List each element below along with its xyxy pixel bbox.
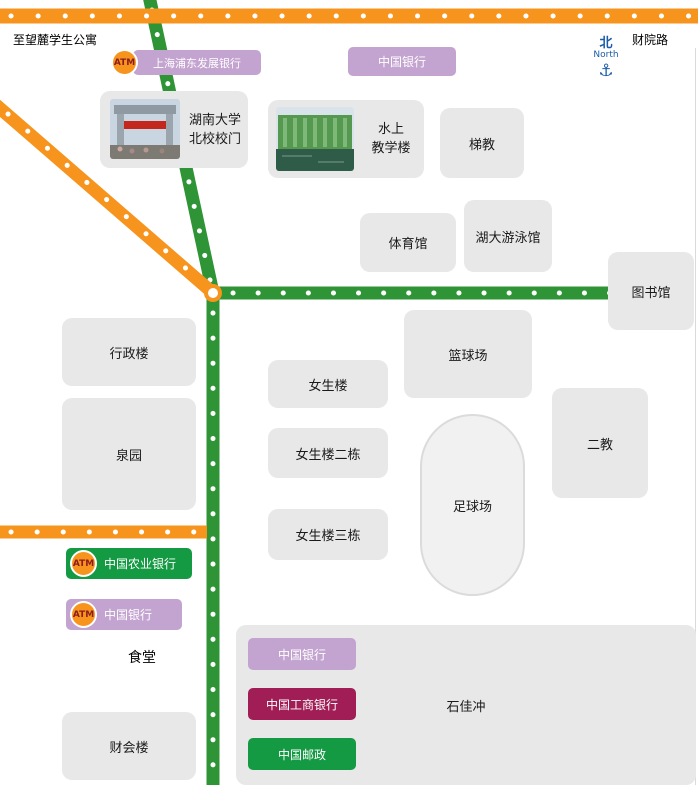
building-basketball-court: 篮球场	[404, 310, 532, 398]
building-admin: 行政楼	[62, 318, 196, 386]
poi-boc-shijiachong-label: 中国银行	[277, 647, 326, 662]
anchor-icon: ⚓	[598, 61, 614, 82]
poi-boc-shijiachong: 中国银行	[248, 638, 356, 670]
compass-north-en: North	[593, 50, 619, 61]
poi-icbc: 中国工商银行	[248, 688, 356, 720]
building-quanyuan: 泉园	[62, 398, 196, 510]
poi-spdb-label: 上海浦东发展银行	[153, 56, 241, 70]
building-erjiao-label: 二教	[586, 437, 613, 453]
building-gym: 体育馆	[360, 213, 456, 272]
atm-text-boc-left: ATM	[72, 609, 95, 620]
building-gate-line2: 北校校门	[188, 131, 241, 147]
atm-icon-abc: ATM	[70, 550, 97, 577]
compass: 北 North ⚓	[584, 36, 628, 82]
building-quanyuan-label: 泉园	[115, 448, 142, 464]
building-swimming-pool-label: 湖大游泳馆	[475, 230, 541, 246]
building-tijiao: 梯教	[440, 108, 524, 178]
poi-china-post-label: 中国邮政	[277, 747, 326, 762]
road-orange-diagonal	[0, 99, 218, 298]
football-field: 足球场	[420, 414, 525, 596]
building-basketball-court-label: 篮球场	[448, 348, 488, 364]
building-tijiao-label: 梯教	[468, 137, 495, 153]
road-label-wanglu-apartments: 至望麓学生公寓	[13, 33, 98, 47]
building-water-line1: 水上	[377, 122, 404, 137]
poi-boc-top-label: 中国银行	[377, 55, 426, 69]
gate-photo	[110, 99, 180, 159]
building-admin-label: 行政楼	[109, 346, 149, 362]
compass-north-cn: 北	[599, 36, 613, 51]
poi-boc-left-label: 中国银行	[104, 608, 153, 622]
area-shijiachong-label: 石佳冲	[446, 699, 486, 715]
poi-icbc-label: 中国工商银行	[265, 697, 338, 712]
building-water-card: 水上 教学楼	[268, 100, 424, 178]
poi-china-post: 中国邮政	[248, 738, 356, 770]
canteen-label: 食堂	[128, 650, 156, 666]
road-junction-circle	[204, 284, 222, 302]
atm-icon-spdb: ATM	[111, 49, 138, 76]
atm-text-spdb: ATM	[113, 57, 136, 68]
building-swimming-pool: 湖大游泳馆	[464, 200, 552, 272]
building-gate-label: 湖南大学 北校校门	[182, 111, 248, 149]
building-library: 图书馆	[608, 252, 694, 330]
poi-boc-top: 中国银行	[348, 47, 456, 76]
atm-icon-boc-left: ATM	[70, 601, 97, 628]
poi-spdb: 上海浦东发展银行	[133, 50, 261, 75]
map-right-edge-line	[695, 48, 696, 785]
building-girls-dorm-1: 女生楼	[268, 360, 388, 408]
building-gate-line1: 湖南大学	[188, 112, 241, 128]
building-girls-dorm-2-label: 女生楼二栋	[295, 447, 361, 463]
poi-abc-label: 中国农业银行	[104, 557, 177, 571]
building-gate-card: 湖南大学 北校校门	[100, 91, 248, 168]
road-orange-diagonal-dots	[5, 111, 207, 287]
building-caihui: 财会楼	[62, 712, 196, 780]
building-girls-dorm-3: 女生楼三栋	[268, 509, 388, 560]
building-girls-dorm-2: 女生楼二栋	[268, 428, 388, 478]
building-water-label: 水上 教学楼	[358, 120, 424, 158]
building-library-label: 图书馆	[631, 285, 671, 301]
atm-text-abc: ATM	[72, 558, 95, 569]
football-field-label: 足球场	[452, 499, 492, 515]
road-label-caiyuan-road: 财院路	[632, 33, 669, 47]
water-building-photo	[276, 107, 354, 171]
building-erjiao: 二教	[552, 388, 648, 498]
building-girls-dorm-3-label: 女生楼三栋	[295, 529, 361, 544]
building-girls-dorm-1-label: 女生楼	[308, 378, 348, 394]
building-gym-label: 体育馆	[388, 237, 428, 252]
building-water-line2: 教学楼	[371, 141, 411, 156]
building-caihui-label: 财会楼	[109, 740, 149, 756]
